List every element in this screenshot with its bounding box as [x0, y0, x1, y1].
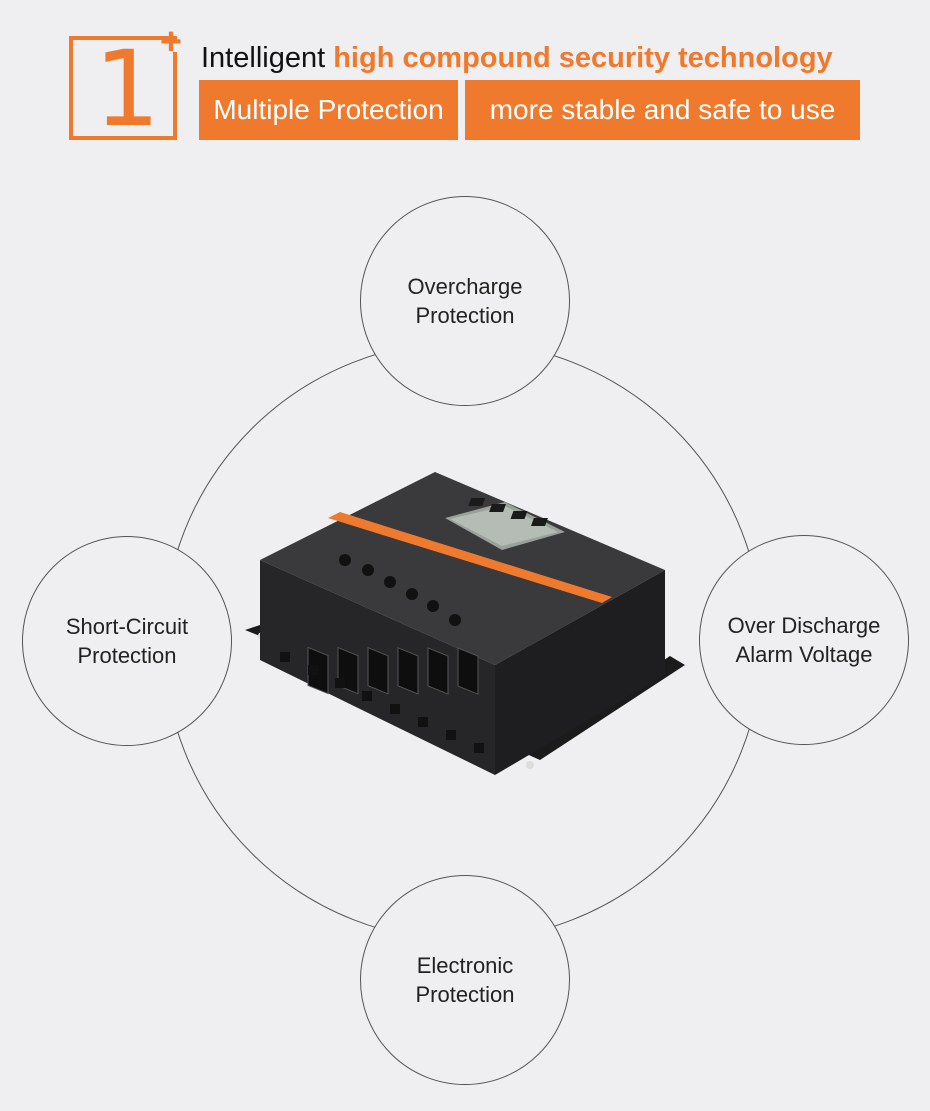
feature-line: Short-Circuit	[65, 614, 189, 639]
headline-highlight: high compound security technology	[333, 42, 833, 74]
badge-plus-icon: +	[159, 21, 183, 63]
headline-plain: Intelligent	[201, 42, 334, 74]
feature-line: Electronic	[416, 953, 514, 978]
feature-line: Alarm Voltage	[735, 642, 873, 667]
tag-multiple-protection: Multiple Protection	[199, 80, 458, 140]
tag-stable-safe: more stable and safe to use	[465, 80, 860, 140]
badge-frame	[69, 36, 177, 140]
solar-controller-image	[245, 472, 685, 775]
feature-line: Overcharge	[407, 274, 523, 299]
feature-line: Protection	[415, 982, 515, 1007]
headline: Intelligent high compound security techn…	[201, 38, 901, 78]
badge-number: 1	[94, 28, 161, 150]
feature-line: Protection	[77, 643, 177, 668]
header: 1 + Intelligent high compound security t…	[0, 0, 930, 160]
feature-line: Over Discharge	[727, 613, 881, 638]
feature-line: Protection	[415, 303, 515, 328]
